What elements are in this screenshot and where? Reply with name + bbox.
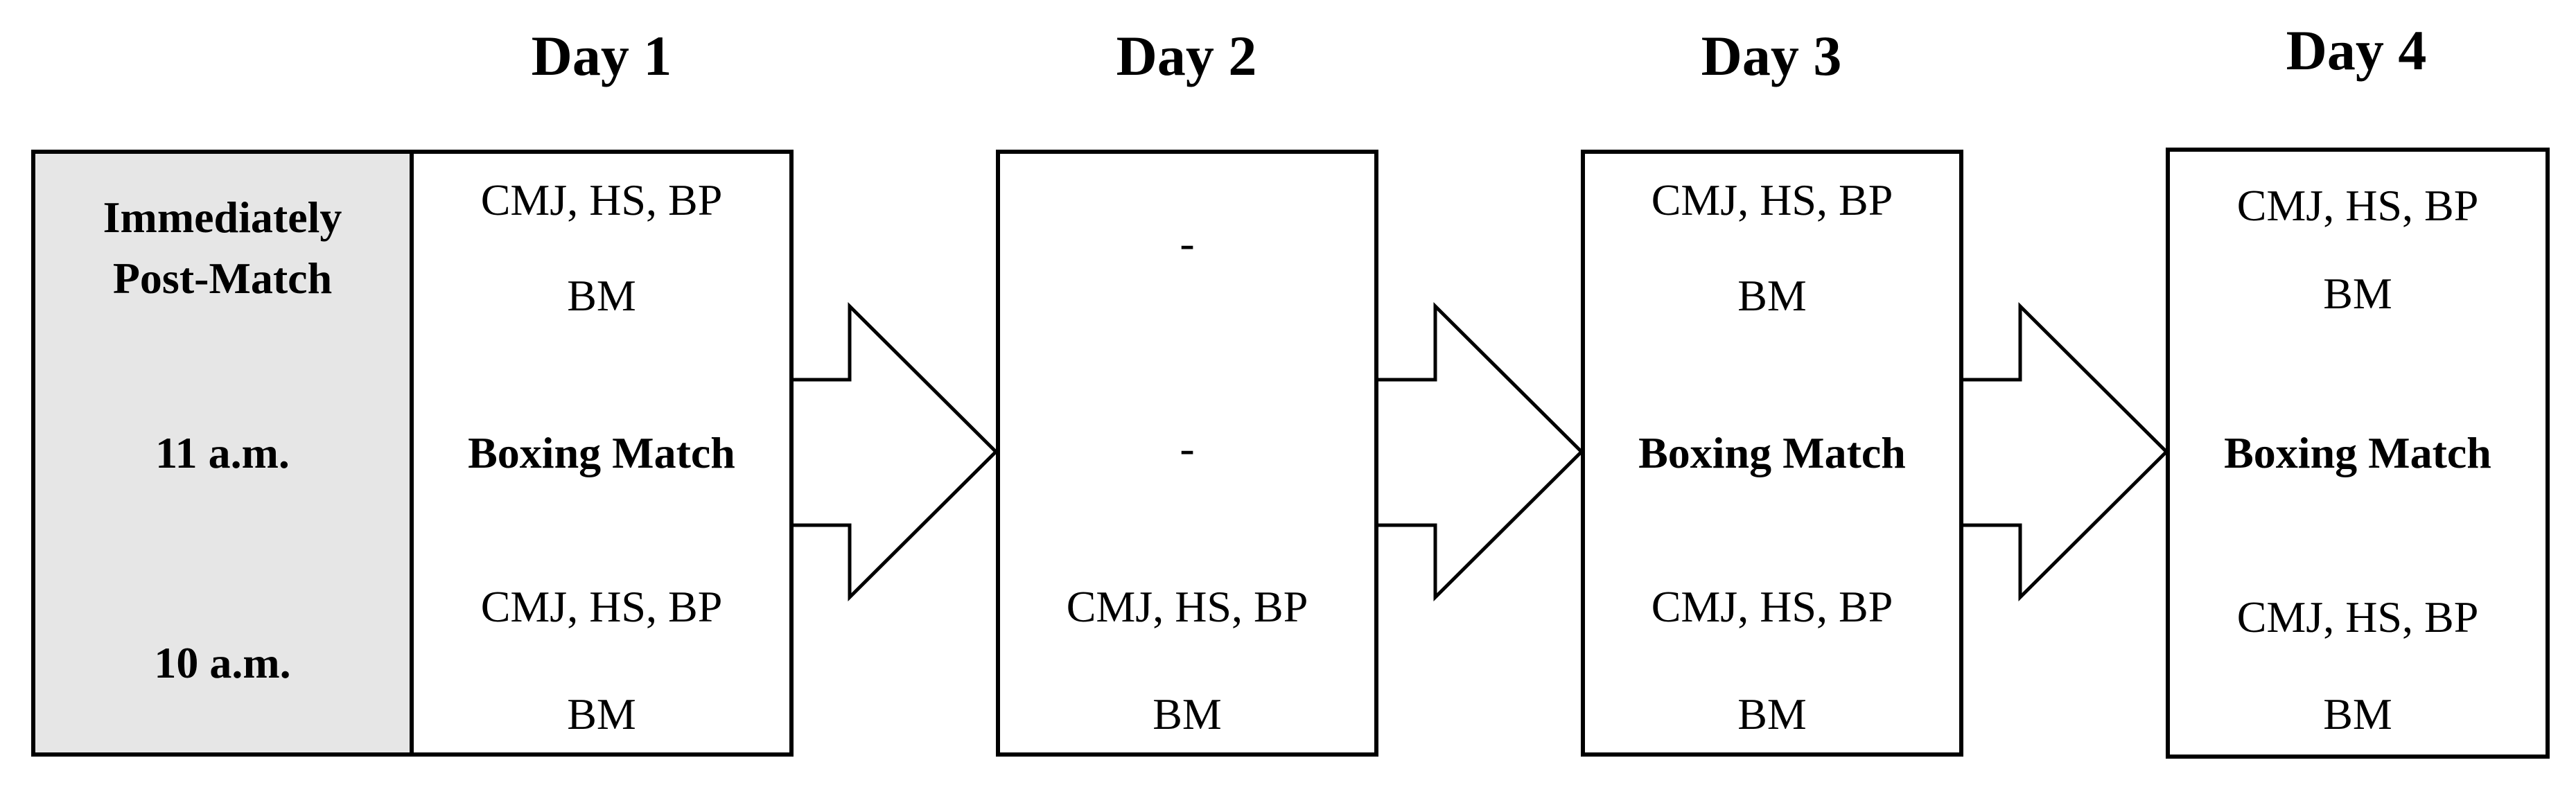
day-1-box: CMJ, HS, BP BM Boxing Match CMJ, HS, BP … [410,150,794,757]
day-3-match: Boxing Match [1638,428,1906,477]
day-1-title: Day 1 [532,24,672,87]
day-4-title: Day 4 [2286,19,2427,82]
day-3-post-tests: CMJ, HS, BP [1651,175,1893,224]
day-4-box: CMJ, HS, BP BM Boxing Match CMJ, HS, BP … [2166,148,2550,759]
day-2-morning-tests: CMJ, HS, BP [1067,582,1308,631]
day-3-title: Day 3 [1701,24,1842,87]
day-2-title: Day 2 [1116,24,1257,87]
day-2-morning-bm: BM [1153,689,1222,739]
arrow-day-3-to-day-4 [1959,301,2169,602]
day-2-match-dash: - [1180,423,1194,473]
arrow-day-1-to-day-2 [788,301,999,602]
day-2-box: - - CMJ, HS, BP BM [996,150,1378,757]
day-1-morning-bm: BM [567,689,636,739]
day-1-post-bm: BM [567,271,636,320]
row-label-column [31,150,414,757]
arrow-day-2-to-day-3 [1374,301,1584,602]
row-label-post-match-line-1: Immediately [103,193,342,242]
day-4-post-bm: BM [2323,269,2392,318]
day-4-morning-tests: CMJ, HS, BP [2237,592,2479,642]
row-label-match-time: 11 a.m. [155,428,290,477]
day-3-morning-tests: CMJ, HS, BP [1651,582,1893,631]
day-4-post-tests: CMJ, HS, BP [2237,181,2479,230]
day-3-morning-bm: BM [1737,689,1807,739]
day-2-post-dash: - [1180,218,1194,267]
day-4-morning-bm: BM [2323,689,2392,739]
day-1-post-tests: CMJ, HS, BP [481,175,723,224]
day-4-match: Boxing Match [2224,428,2491,477]
day-3-box: CMJ, HS, BP BM Boxing Match CMJ, HS, BP … [1581,150,1963,757]
day-1-morning-tests: CMJ, HS, BP [481,582,723,631]
day-1-match: Boxing Match [468,428,735,477]
row-label-post-match-line-2: Post-Match [113,254,332,303]
day-3-post-bm: BM [1737,271,1807,320]
row-label-morning-time: 10 a.m. [154,638,290,687]
